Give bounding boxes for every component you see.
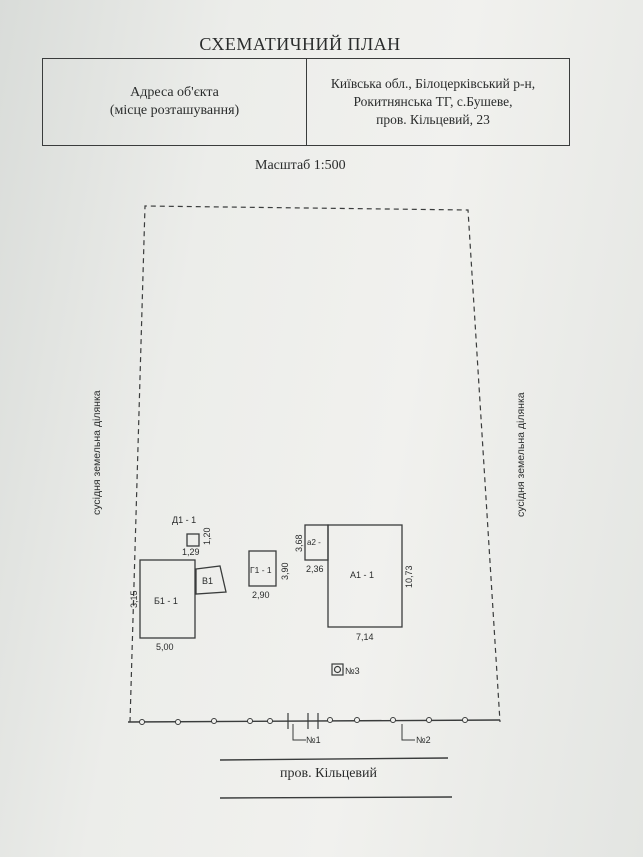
label-point-1: №1 bbox=[306, 735, 321, 745]
label-v1: В1 bbox=[202, 576, 213, 586]
label-a2: а2 - bbox=[307, 538, 321, 547]
point-1-leader bbox=[292, 724, 306, 741]
right-neighbor-label: сусідня земельна ділянка bbox=[515, 392, 527, 517]
label-g1: Г1 - 1 bbox=[250, 565, 272, 575]
label-b1-width: 5,00 bbox=[156, 642, 174, 652]
address-value-cell: Київська обл., Білоцерківський р-н, Роки… bbox=[307, 59, 569, 145]
well-icon bbox=[331, 663, 344, 676]
building-a1 bbox=[327, 524, 403, 628]
address-table: Адреса об'єкта (місце розташування) Київ… bbox=[42, 58, 570, 146]
address-label-line2: (місце розташування) bbox=[109, 103, 240, 118]
label-point-3: №3 bbox=[345, 666, 360, 676]
plot-boundary bbox=[129, 205, 501, 723]
address-value-line1: Київська обл., Білоцерківський р-н, bbox=[330, 76, 536, 91]
street-line-bottom bbox=[219, 796, 453, 799]
label-g1-height: 3,90 bbox=[280, 562, 290, 580]
label-d1-height: 1,20 bbox=[202, 527, 212, 545]
label-a2-width: 2,36 bbox=[306, 564, 324, 574]
label-a1-width: 7,14 bbox=[356, 632, 374, 642]
street-line-top bbox=[219, 757, 449, 761]
label-a1-height: 10,73 bbox=[404, 565, 414, 588]
address-value-line3: пров. Кільцевий, 23 bbox=[376, 112, 490, 127]
scale-label: Масштаб 1:500 bbox=[255, 158, 346, 173]
label-a1: А1 - 1 bbox=[350, 570, 374, 580]
label-d1-width: 1,29 bbox=[182, 547, 200, 557]
label-a2-height: 3,68 bbox=[294, 534, 304, 552]
label-g1-width: 2,90 bbox=[252, 590, 270, 600]
page-title: СХЕМАТИЧНИЙ ПЛАН bbox=[199, 34, 401, 54]
building-a2 bbox=[304, 524, 329, 561]
address-label-line1: Адреса об'єкта bbox=[130, 85, 219, 100]
fence-posts bbox=[139, 717, 468, 725]
label-d1: Д1 - 1 bbox=[172, 515, 196, 525]
building-v1 bbox=[195, 565, 227, 595]
street-label: пров. Кільцевий bbox=[280, 766, 378, 781]
left-neighbor-label: сусідня земельна ділянка bbox=[91, 390, 103, 515]
building-g1 bbox=[248, 550, 277, 587]
label-b1: Б1 - 1 bbox=[154, 596, 178, 606]
address-label-cell: Адреса об'єкта (місце розташування) bbox=[43, 59, 307, 145]
building-b1 bbox=[139, 559, 196, 639]
gate bbox=[287, 713, 319, 729]
point-2-leader bbox=[401, 724, 415, 741]
label-point-2: №2 bbox=[416, 735, 431, 745]
address-value-line2: Рокитнянська ТГ, с.Бушеве, bbox=[353, 94, 513, 109]
building-d1 bbox=[186, 533, 200, 547]
label-b1-height: 3,15 bbox=[129, 590, 139, 608]
fence-line bbox=[127, 719, 501, 723]
